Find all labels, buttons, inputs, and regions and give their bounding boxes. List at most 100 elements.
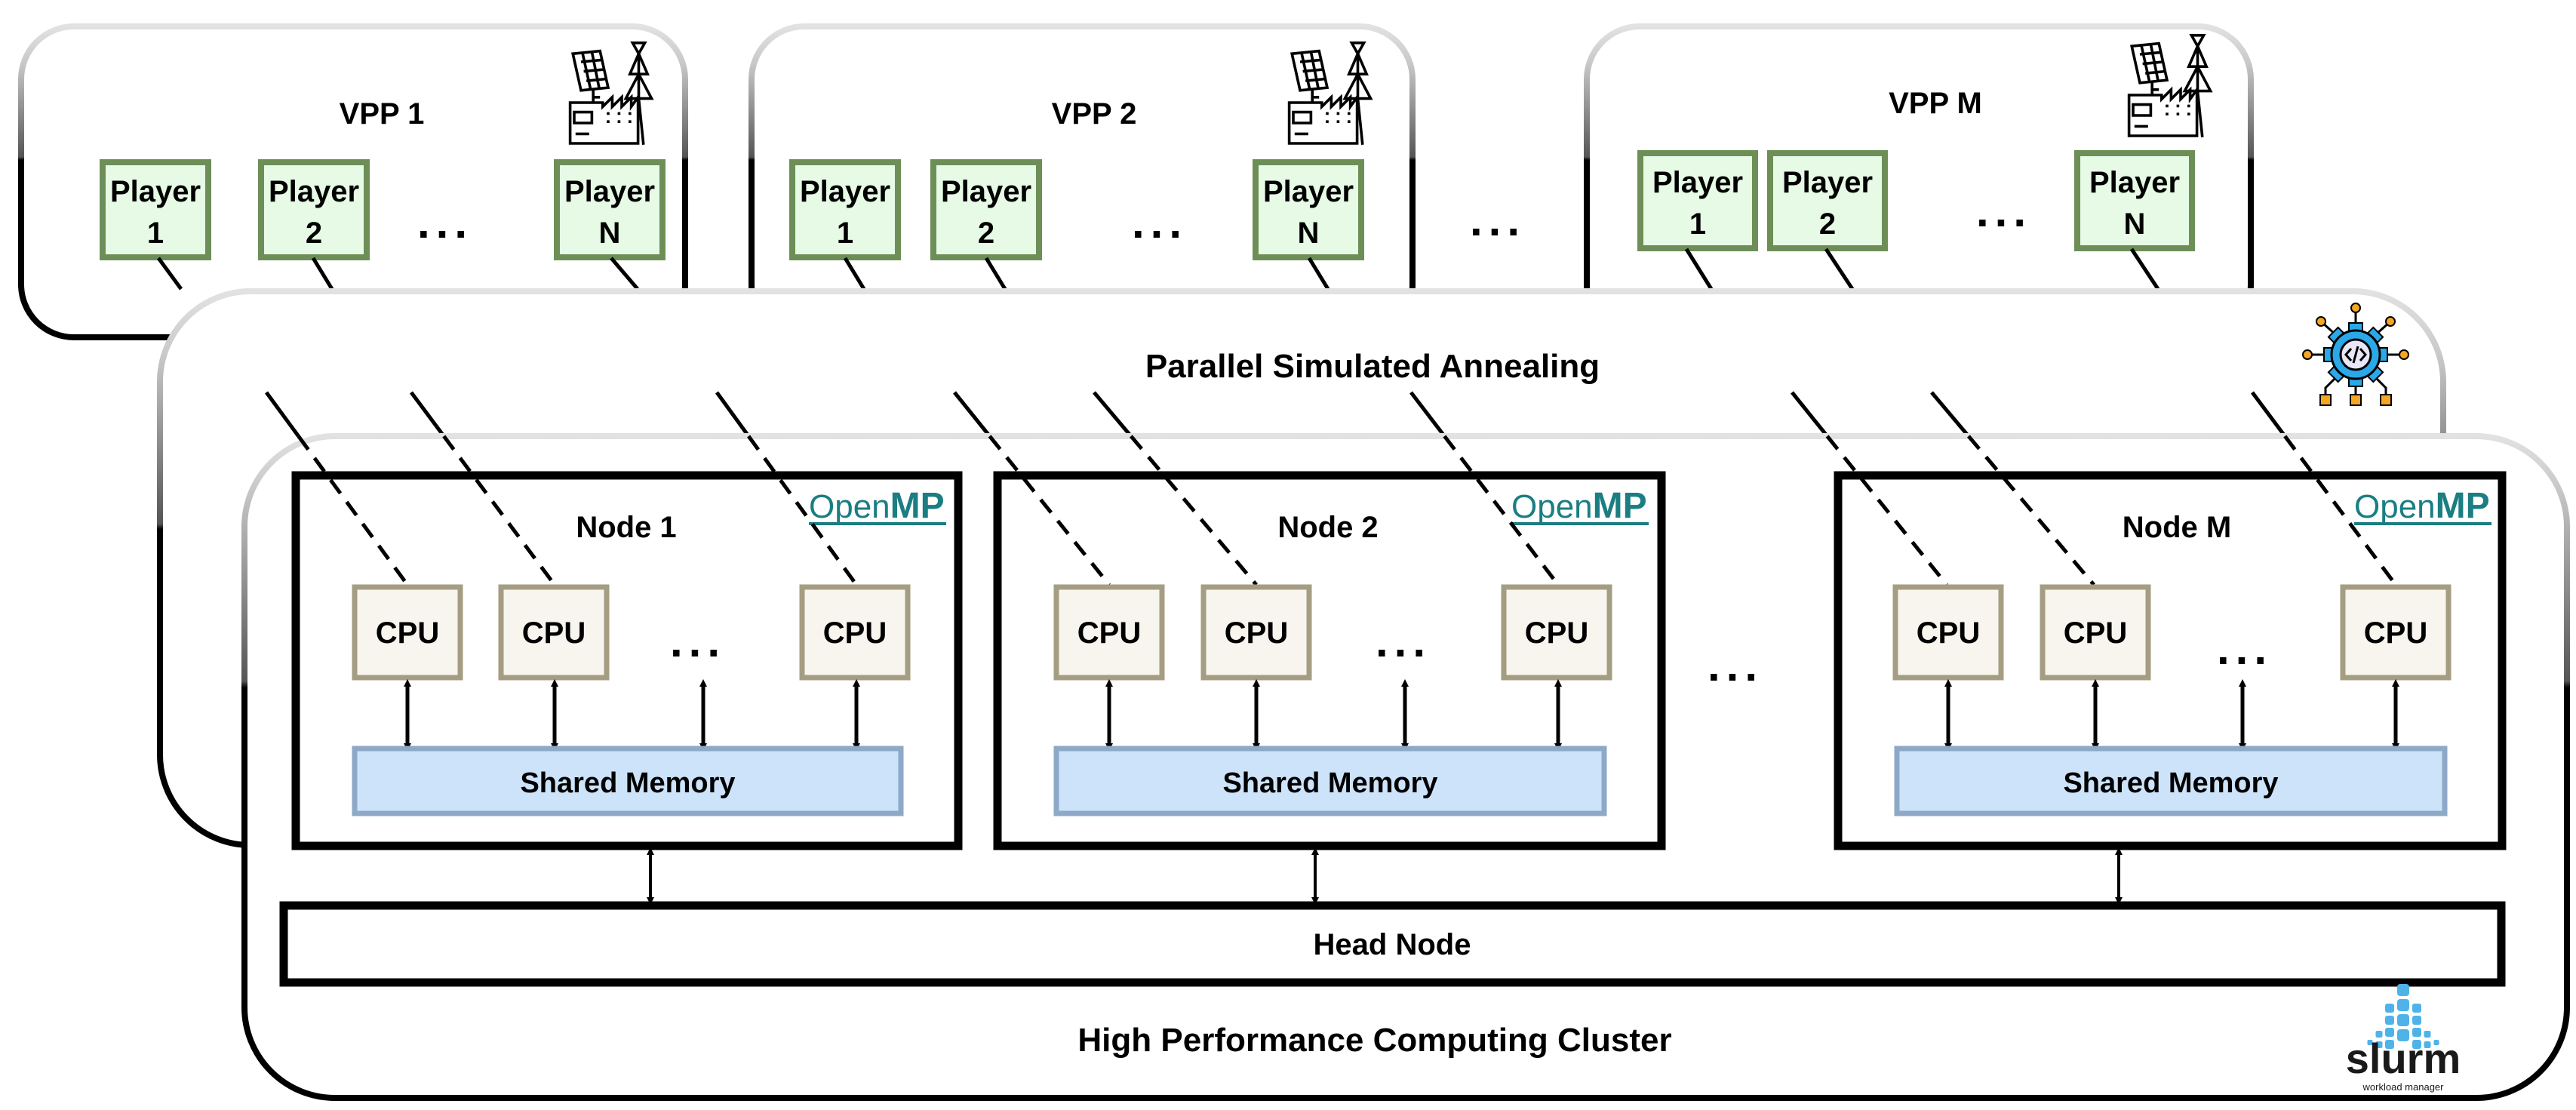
player-label: Player xyxy=(2089,166,2180,199)
player-index: 1 xyxy=(147,217,164,250)
vpp-title: VPP M xyxy=(1889,87,1982,120)
player-link xyxy=(2129,248,2160,291)
svg-text:OpenMP: OpenMP xyxy=(809,486,945,526)
annealing-link xyxy=(953,391,991,438)
node-between-ellipsis: ... xyxy=(1708,640,1763,690)
cpu-box: CPU xyxy=(352,584,463,681)
solar-factory-pylon-icon xyxy=(2127,34,2213,137)
cpu-label: CPU xyxy=(1917,616,1980,650)
shared-memory: Shared Memory xyxy=(352,746,904,816)
openmp-logo: OpenMP xyxy=(809,486,946,526)
annealing-dashed-link xyxy=(747,435,859,586)
cpu-box: CPU xyxy=(2340,584,2452,681)
cpu-label: CPU xyxy=(2064,616,2127,650)
vpp-title: VPP 1 xyxy=(340,97,425,131)
player-label: Player xyxy=(1782,166,1873,199)
player-box: Player 1 xyxy=(789,159,901,260)
annealing-dashed-link xyxy=(1443,435,1560,586)
vpp-box-3: VPP MPlayer1Player2PlayerN... xyxy=(1584,23,2254,340)
solar-factory-pylon-icon xyxy=(568,42,654,145)
annealing-link xyxy=(715,391,751,438)
player-label: Player xyxy=(269,175,359,208)
vpp-between-ellipsis: ... xyxy=(1470,195,1526,245)
shared-memory-label: Shared Memory xyxy=(2063,767,2278,799)
openmp-mp: MP xyxy=(2436,486,2490,526)
player-link xyxy=(1684,248,1714,291)
slurm-name: slurm xyxy=(2346,1035,2461,1082)
hpc-title: High Performance Computing Cluster xyxy=(1077,1022,1671,1059)
player-ellipsis: ... xyxy=(1976,186,2032,236)
psa-links xyxy=(264,391,2287,438)
player-index: 2 xyxy=(306,217,322,250)
head-arrows xyxy=(647,847,2123,905)
player-box: Player 2 xyxy=(930,159,1042,260)
cpu-box: CPU xyxy=(1501,584,1612,681)
player-link xyxy=(843,257,866,291)
annealing-dashed-link xyxy=(2283,435,2398,586)
node-title: Node 2 xyxy=(1277,511,1378,544)
head-node-label: Head Node xyxy=(1314,928,1471,961)
vpp-title: VPP 2 xyxy=(1052,97,1137,131)
node-title: Node 1 xyxy=(576,511,676,544)
svg-text:OpenMP: OpenMP xyxy=(2354,486,2490,526)
annealing-dashed-link xyxy=(988,435,1111,586)
solar-factory-pylon-icon xyxy=(1287,42,1373,145)
player-box: Player 2 xyxy=(258,159,370,260)
annealing-dashed-link xyxy=(442,435,557,586)
player-index: 1 xyxy=(837,217,853,250)
svg-text:OpenMP: OpenMP xyxy=(1511,486,1647,526)
shared-memory-label: Shared Memory xyxy=(1222,767,1437,799)
openmp-logo: OpenMP xyxy=(2354,486,2491,526)
shared-memory: Shared Memory xyxy=(1894,746,2448,816)
player-label: Player xyxy=(1652,166,1743,199)
annealing-dashed-link xyxy=(1966,435,2095,586)
cpu-box: CPU xyxy=(1200,584,1312,681)
shared-memory: Shared Memory xyxy=(1053,746,1607,816)
slurm-dots-icon xyxy=(2367,984,2439,1049)
cpu-label: CPU xyxy=(1225,616,1288,650)
cpu-box: CPU xyxy=(1053,584,1165,681)
player-box: Player 1 xyxy=(100,159,211,260)
node-box-1: Node 1 OpenMP CPU CPU CPU... Shared Memory xyxy=(291,435,963,850)
annealing-link xyxy=(1791,391,1829,438)
player-index: N xyxy=(2124,208,2146,241)
player-link xyxy=(156,257,183,291)
openmp-logo: OpenMP xyxy=(1511,486,1649,526)
player-label: Player xyxy=(800,175,890,208)
gear-code-icon xyxy=(2302,303,2409,406)
player-ellipsis: ... xyxy=(417,197,473,248)
cpu-box: CPU xyxy=(498,584,610,681)
player-label: Player xyxy=(110,175,201,208)
annealing-link xyxy=(1409,391,1446,438)
annealing-link xyxy=(1930,391,1970,438)
annealing-link xyxy=(2250,391,2287,438)
player-link xyxy=(984,257,1007,291)
annealing-dashed-link xyxy=(1129,435,1258,586)
annealing-dashed-link xyxy=(1825,435,1948,586)
vpp-box-1: VPP 1 Player 1 Player 2 PlayerN... xyxy=(18,23,688,340)
player-ellipsis: ... xyxy=(1132,197,1188,248)
player-link xyxy=(610,257,639,291)
player-index: 2 xyxy=(978,217,994,250)
annealing-link xyxy=(264,391,300,438)
player-link xyxy=(1824,248,1855,291)
player-label: Player xyxy=(941,175,1031,208)
cpu-label: CPU xyxy=(823,616,887,650)
player-link xyxy=(1307,257,1330,291)
cpu-ellipsis: ... xyxy=(2217,623,2273,674)
slurm-logo: slurm workload manager xyxy=(2346,984,2461,1093)
openmp-mp: MP xyxy=(1593,486,1647,526)
cpu-box: CPU xyxy=(2040,584,2151,681)
player-label: Player xyxy=(1263,175,1354,208)
player-link xyxy=(311,257,334,291)
cpu-ellipsis: ... xyxy=(670,616,726,666)
head-node: Head Node xyxy=(279,901,2506,987)
openmp-mp: MP xyxy=(890,486,945,526)
